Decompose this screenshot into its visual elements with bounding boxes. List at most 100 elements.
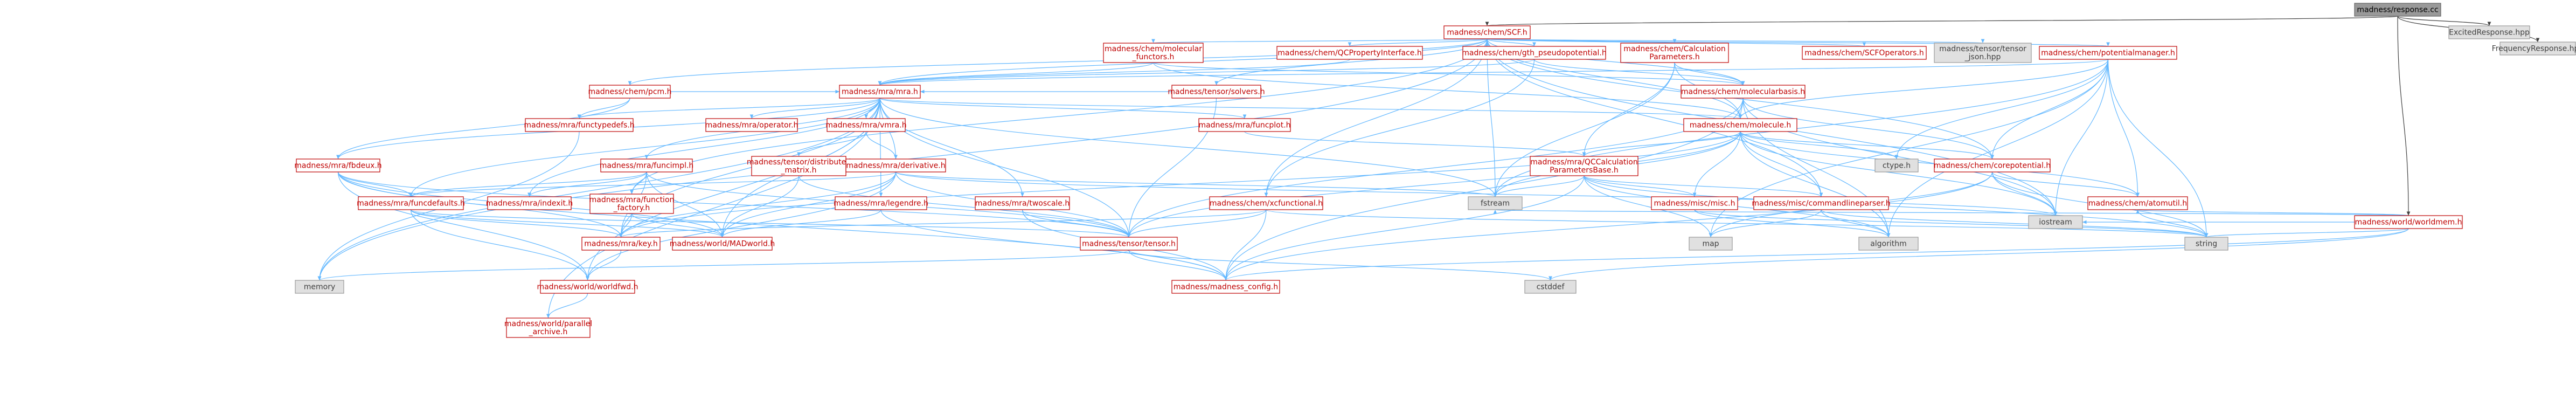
- node-vmra[interactable]: madness/mra/vmra.h: [825, 118, 907, 132]
- node-label: ExcitedResponse.hpp: [2449, 29, 2530, 37]
- edge-qccalc-to-misc: [1584, 175, 1697, 197]
- node-worldfwd[interactable]: madness/world/worldfwd.h: [537, 280, 638, 294]
- node-box: [589, 85, 671, 99]
- node-gth[interactable]: madness/chem/gth_pseudopotential.h: [1462, 46, 1607, 60]
- edge: [546, 98, 880, 319]
- node-label: madness/mra/funcplot.h: [1198, 121, 1290, 130]
- edge: [2053, 59, 2109, 216]
- node-label: madness/mra/legendre.h: [834, 199, 928, 208]
- node-label: madness/world/worldmem.h: [2355, 218, 2462, 227]
- edge: [1266, 209, 2208, 238]
- node-indexit[interactable]: madness/mra/indexit.h: [486, 196, 573, 210]
- node-potmgr[interactable]: madness/chem/potentialmanager.h: [2039, 46, 2177, 60]
- edge-vmra-to-distmat: [797, 131, 867, 157]
- node-label: madness/chem/molecule.h: [1690, 121, 1792, 130]
- node-atomutil[interactable]: madness/chem/atomutil.h: [2087, 196, 2188, 210]
- node-corepot[interactable]: madness/chem/corepotential.h: [1934, 158, 2051, 173]
- node-key[interactable]: madness/mra/key.h: [581, 237, 661, 251]
- node-funcplot[interactable]: madness/mra/funcplot.h: [1198, 118, 1291, 132]
- edge-potmgr-to-molecule: [1738, 59, 2109, 119]
- node-derivative[interactable]: madness/mra/derivative.h: [845, 158, 946, 173]
- node-misc[interactable]: madness/misc/misc.h: [1651, 196, 1738, 210]
- node-config[interactable]: madness/madness_config.h: [1171, 280, 1280, 294]
- edge: [1224, 175, 1585, 281]
- node-label: madness/chem/QCPropertyInterface.h: [1277, 49, 1421, 58]
- node-worldmem[interactable]: madness/world/worldmem.h: [2354, 215, 2463, 229]
- edge-gth-to-molbasis: [1533, 59, 1745, 86]
- edge-mra-to-molecule: [879, 98, 1742, 119]
- edge: [619, 209, 1267, 238]
- node-twoscale[interactable]: madness/mra/twoscale.h: [975, 196, 1070, 210]
- edge-tensor-to-config: [1128, 250, 1228, 281]
- node-cmdline[interactable]: madness/misc/commandlineparser.h: [1752, 196, 1891, 210]
- edge: [878, 62, 1154, 86]
- edge: [1742, 98, 1994, 160]
- edge: [1694, 209, 2209, 238]
- node-root[interactable]: madness/response.cc: [2354, 3, 2441, 17]
- node-mra[interactable]: madness/mra/mra.h: [839, 85, 921, 99]
- edge-mra-to-parallel: [546, 98, 880, 319]
- node-box: [1524, 280, 1577, 294]
- node-distmat[interactable]: madness/tensor/distributed_matrix.h: [747, 156, 851, 176]
- node-algorithm: algorithm: [1858, 237, 1919, 251]
- edge: [798, 175, 1131, 238]
- edge: [1584, 175, 1823, 197]
- node-molecule[interactable]: madness/chem/molecule.h: [1683, 118, 1797, 132]
- edge: [1152, 38, 1488, 44]
- edge: [630, 171, 647, 195]
- edge-mra-to-memory: [317, 98, 880, 281]
- edge-corepot-to-config: [1224, 171, 1993, 281]
- node-cstddef: cstddef: [1524, 280, 1577, 294]
- node-box: [2499, 42, 2576, 56]
- edge-mra-to-indexit: [527, 98, 880, 197]
- edge-twoscale-to-tensor: [1022, 209, 1131, 238]
- edge: [879, 98, 883, 197]
- node-label: madness/mra/key.h: [584, 240, 657, 249]
- node-scf[interactable]: madness/chem/SCF.h: [1443, 25, 1531, 39]
- node-funcimpl[interactable]: madness/mra/funcimpl.h: [600, 158, 694, 173]
- node-tensor[interactable]: madness/tensor/tensor.h: [1080, 237, 1178, 251]
- node-legendre[interactable]: madness/mra/legendre.h: [834, 196, 928, 210]
- edge-funcimpl-to-funcfactory: [630, 171, 647, 195]
- node-box: [1802, 46, 1927, 60]
- edge-fbdeux-to-worldfwd: [337, 171, 589, 281]
- node-qcprop[interactable]: madness/chem/QCPropertyInterface.h: [1276, 46, 1423, 60]
- node-parallel[interactable]: madness/world/parallel_archive.h: [504, 318, 592, 338]
- edge: [720, 175, 800, 238]
- edge-potmgr-to-atomutil: [2107, 59, 2140, 197]
- node-label: madness/mra/derivative.h: [846, 162, 945, 170]
- edge: [878, 59, 1350, 86]
- node-mraop[interactable]: madness/mra/operator.h: [705, 118, 799, 132]
- node-molbasis[interactable]: madness/chem/molecularbasis.h: [1681, 85, 1806, 99]
- node-madworld[interactable]: madness/world/MADworld.h: [670, 237, 775, 251]
- node-label: madness/mra/function_factory.h: [589, 196, 675, 212]
- node-molfunc[interactable]: madness/chem/molecular_functors.h: [1103, 43, 1204, 63]
- edge-funcdefaults-to-key: [410, 209, 623, 238]
- node-box: [1080, 237, 1178, 251]
- edge: [646, 171, 724, 238]
- node-box: [1934, 158, 2051, 173]
- node-box: [1443, 25, 1531, 39]
- node-funcdefaults[interactable]: madness/mra/funcdefaults.h: [357, 196, 465, 210]
- node-label: madness/chem/molecular_functors.h: [1105, 45, 1202, 61]
- edge-scf-to-gth: [1487, 38, 1536, 47]
- node-tsolvers[interactable]: madness/tensor/solvers.h: [1168, 85, 1265, 99]
- node-label: madness/chem/SCF.h: [1447, 29, 1527, 37]
- node-fbdeux[interactable]: madness/mra/fbdeux.h: [294, 158, 382, 173]
- edge: [1487, 38, 2109, 47]
- edge-qccalc-to-map: [1584, 175, 1713, 238]
- node-label: madness/chem/SCFOperators.h: [1804, 49, 1924, 58]
- node-scfops[interactable]: madness/chem/SCFOperators.h: [1802, 46, 1927, 60]
- node-box: [1462, 46, 1606, 60]
- edge: [631, 213, 724, 238]
- node-pcm[interactable]: madness/chem/pcm.h: [588, 85, 672, 99]
- node-funcfactory[interactable]: madness/mra/function_factory.h: [589, 194, 675, 214]
- node-label: madness/mra/vmra.h: [825, 121, 906, 130]
- node-functypedefs[interactable]: madness/mra/functypedefs.h: [524, 118, 635, 132]
- edge: [1533, 59, 1745, 86]
- node-label: madness/misc/commandlineparser.h: [1752, 199, 1890, 208]
- node-xcfunc[interactable]: madness/chem/xcfunctional.h: [1209, 196, 1323, 210]
- edge: [878, 59, 2109, 86]
